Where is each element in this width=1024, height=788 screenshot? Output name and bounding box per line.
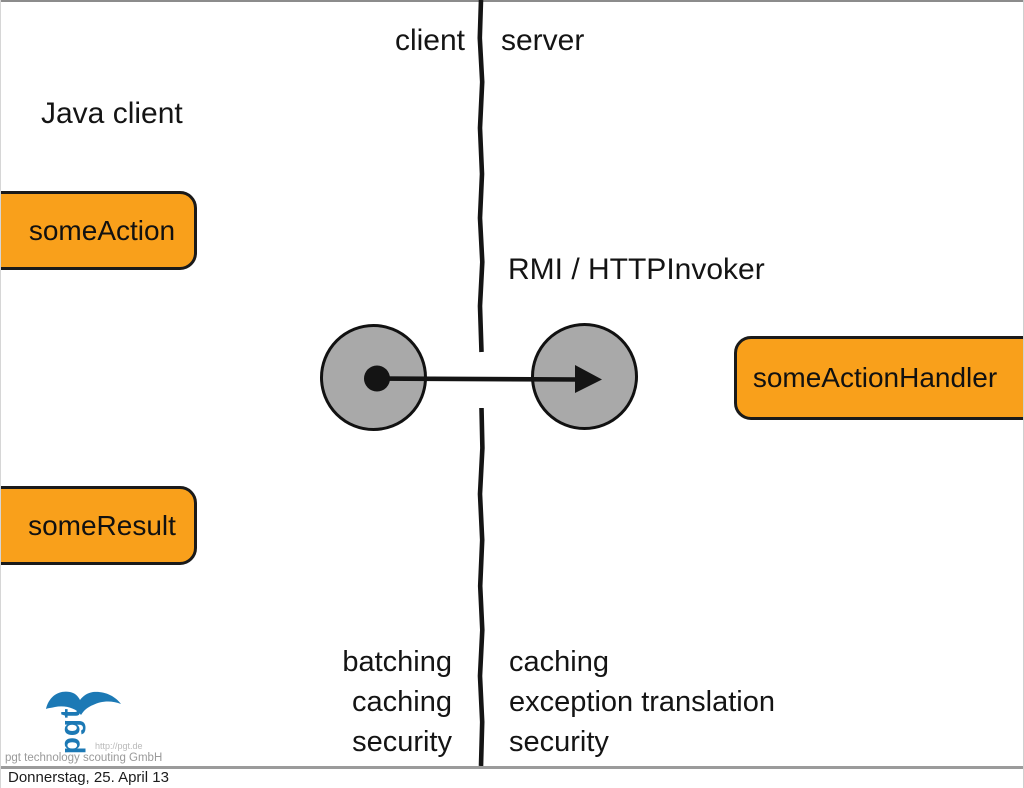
client-server-divider-line-bottom <box>477 407 485 767</box>
some-action-box: someAction <box>1 191 197 270</box>
pgt-logo: pgt http://pgt.de pgt technology scoutin… <box>5 686 175 766</box>
java-client-title: Java client <box>41 97 183 130</box>
client-endpoint-circle <box>320 324 427 431</box>
client-column-label: client <box>394 24 465 57</box>
some-action-label: someAction <box>28 214 176 246</box>
server-features-list: caching exception translation security <box>509 642 775 762</box>
client-server-divider-line-top <box>477 0 485 353</box>
server-feature-item: caching <box>509 646 609 678</box>
footer-divider-line <box>1 766 1023 769</box>
some-action-handler-box: someActionHandler <box>734 336 1023 420</box>
logo-company-text: pgt technology scouting GmbH <box>5 752 163 764</box>
logo-url-text: http://pgt.de <box>95 741 143 751</box>
client-feature-item: caching <box>352 686 452 718</box>
some-result-box: someResult <box>1 486 197 565</box>
whale-tail-icon <box>46 691 121 715</box>
server-feature-item: security <box>509 726 609 758</box>
client-feature-item: security <box>352 726 452 758</box>
protocol-label: RMI / HTTPInvoker <box>508 253 765 286</box>
some-result-label: someResult <box>28 509 176 541</box>
server-feature-item: exception translation <box>509 686 775 718</box>
server-endpoint-circle <box>531 323 638 430</box>
slide-top-border <box>1 0 1023 2</box>
client-feature-item: batching <box>342 646 452 678</box>
some-action-handler-label: someActionHandler <box>752 362 998 393</box>
footer-date: Donnerstag, 25. April 13 <box>8 769 169 786</box>
server-column-label: server <box>501 24 585 57</box>
logo-brand-vertical-text: pgt <box>54 707 85 755</box>
client-features-list: batching caching security <box>252 642 452 762</box>
